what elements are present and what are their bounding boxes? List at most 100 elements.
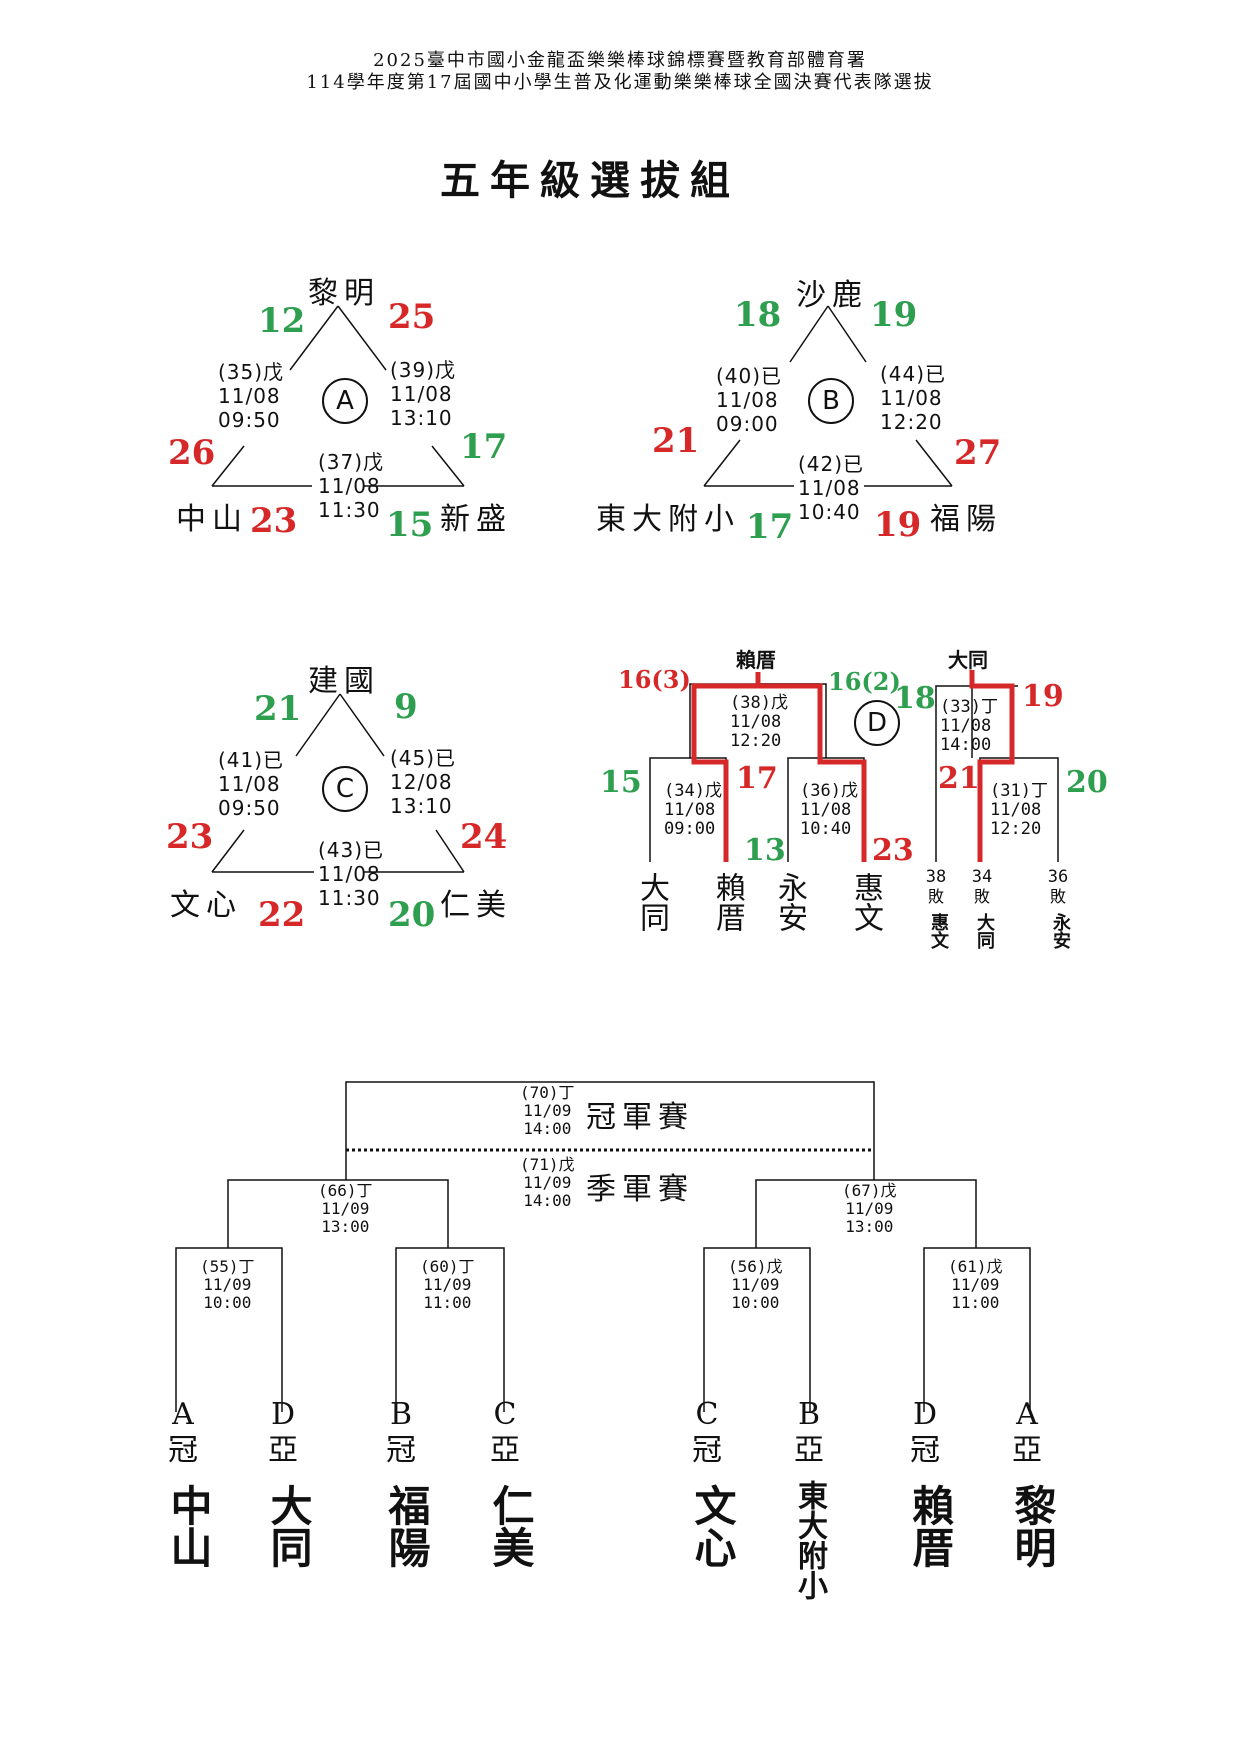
final-game-info: (61)戊 11/09 11:00 <box>948 1257 1003 1312</box>
group-d-score: 23 <box>872 833 914 868</box>
group-d-team: 賴厝 <box>710 872 745 932</box>
slot-rank: 冠 <box>168 1433 198 1468</box>
final-slot: A 亞 黎明 <box>1000 1397 1057 1569</box>
slot-team: 福陽 <box>382 1484 431 1568</box>
group-a-game-info: (39)戊 11/08 13:10 <box>390 358 457 430</box>
page-title: 五年級選拔組 <box>440 157 740 204</box>
group-a-score: 12 <box>258 301 306 341</box>
loser-team: 永安 <box>1050 913 1071 949</box>
loser-game-num: 34 <box>971 867 993 887</box>
slot-group: C <box>695 1397 719 1432</box>
group-c-right-team: 仁美 <box>440 888 512 923</box>
slot-group: B <box>797 1397 821 1432</box>
group-d-team-name: 賴厝 <box>710 872 745 932</box>
group-b-score: 17 <box>746 507 794 547</box>
group-b-label-icon: B <box>808 378 854 424</box>
group-c-game-info: (41)已 11/08 09:50 <box>218 748 285 820</box>
slot-team: 大同 <box>264 1484 313 1568</box>
slot-rank: 亞 <box>268 1433 298 1468</box>
third-place-label: 季軍賽 <box>586 1172 694 1207</box>
group-d-game-info: (34)戊 11/08 09:00 <box>664 781 722 839</box>
group-a-top-team: 黎明 <box>308 276 380 311</box>
slot-team: 仁美 <box>486 1484 535 1568</box>
loser-game-num: 36 <box>1047 867 1069 887</box>
group-d-team-name: 永安 <box>772 872 807 932</box>
group-b-score: 21 <box>652 421 700 461</box>
final-game-info: (70)丁 11/09 14:00 <box>520 1083 575 1138</box>
group-d-winner-path <box>691 670 1015 862</box>
group-b-top-team: 沙鹿 <box>796 278 868 313</box>
slot-rank: 亞 <box>794 1433 824 1468</box>
final-game-info: (67)戊 11/09 13:00 <box>842 1181 897 1236</box>
group-a-score: 26 <box>168 433 216 473</box>
group-d-game-info: (36)戊 11/08 10:40 <box>800 781 858 839</box>
group-d-score: 21 <box>938 761 980 796</box>
group-a-game-info: (35)戊 11/08 09:50 <box>218 360 285 432</box>
group-c-score: 20 <box>388 895 436 935</box>
slot-team: 東大附小 <box>792 1480 827 1600</box>
group-d-label-icon: D <box>854 700 900 746</box>
group-d-team-name: 惠文 <box>848 872 883 932</box>
group-a-score: 15 <box>386 505 434 545</box>
final-slot: D 冠 賴厝 <box>898 1397 955 1569</box>
group-d-team-name: 大同 <box>634 872 669 932</box>
group-a-score: 17 <box>460 427 508 467</box>
slot-rank: 亞 <box>490 1433 520 1468</box>
final-slot: C 冠 文心 <box>680 1397 737 1569</box>
group-c-triangle <box>211 693 465 873</box>
group-d-team: 惠文 <box>848 872 883 932</box>
group-d-game-info: (31)丁 11/08 12:20 <box>990 781 1048 839</box>
finals-bracket <box>175 1081 1031 1412</box>
slot-team: 中山 <box>164 1484 213 1568</box>
group-a-triangle <box>211 305 465 487</box>
group-a-left-team: 中山 <box>176 502 248 537</box>
group-b-score: 19 <box>874 505 922 545</box>
loser-tag: 敗 <box>973 887 990 906</box>
group-a-score: 25 <box>388 297 436 337</box>
group-d-score: 19 <box>1022 679 1064 714</box>
group-d-team: 大同 <box>634 872 669 932</box>
loser-tag: 敗 <box>1049 887 1066 906</box>
final-slot: D 亞 大同 <box>256 1397 313 1569</box>
group-d-score: 13 <box>744 833 786 868</box>
group-b-game-info: (44)已 11/08 12:20 <box>880 362 947 434</box>
group-d-score: 16(2) <box>828 667 901 696</box>
group-a-label-icon: A <box>322 378 368 424</box>
group-b-left-team: 東大附小 <box>596 502 740 537</box>
header-line-1: 2025臺中市國小金龍盃樂樂棒球錦標賽暨教育部體育署 <box>373 50 867 71</box>
loser-tag: 敗 <box>927 887 944 906</box>
final-slot: B 冠 福陽 <box>374 1397 431 1569</box>
slot-group: B <box>389 1397 413 1432</box>
group-c-score: 22 <box>258 895 306 935</box>
group-a-right-team: 新盛 <box>440 502 512 537</box>
group-b-right-team: 福陽 <box>930 502 1002 537</box>
group-c-left-team: 文心 <box>170 888 242 923</box>
group-b-game-info: (42)已 11/08 10:40 <box>798 452 865 524</box>
group-a-score: 23 <box>250 501 298 541</box>
loser-team: 惠文 <box>928 913 949 949</box>
final-game-info: (60)丁 11/09 11:00 <box>420 1257 475 1312</box>
final-game-info: (66)丁 11/09 13:00 <box>318 1181 373 1236</box>
slot-group: D <box>912 1397 938 1432</box>
group-d-score: 15 <box>600 765 642 800</box>
header-line-2: 114學年度第17屆國中小學生普及化運動樂樂棒球全國決賽代表隊選拔 <box>306 72 934 93</box>
group-d-loser: 34 敗 大同 <box>970 867 995 950</box>
slot-rank: 冠 <box>386 1433 416 1468</box>
group-b-score: 19 <box>870 295 918 335</box>
slot-rank: 亞 <box>1012 1433 1042 1468</box>
slot-group: A <box>1016 1397 1038 1432</box>
group-c-score: 23 <box>166 817 214 857</box>
group-d-loser: 36 敗 永安 <box>1046 867 1071 950</box>
final-slot: B 亞 東大附小 <box>782 1397 836 1601</box>
group-d-game-info: (38)戊 11/08 12:20 <box>730 693 788 751</box>
group-d-winner-right: 大同 <box>948 648 988 672</box>
group-c-top-team: 建國 <box>308 664 380 699</box>
group-d-winner-left: 賴厝 <box>736 648 776 672</box>
group-b-score: 27 <box>954 433 1002 473</box>
group-d-score: 16(3) <box>618 665 691 694</box>
slot-group: D <box>270 1397 296 1432</box>
group-c-game-info: (43)已 11/08 11:30 <box>318 838 385 910</box>
final-game-info: (56)戊 11/09 10:00 <box>728 1257 783 1312</box>
slot-rank: 冠 <box>910 1433 940 1468</box>
